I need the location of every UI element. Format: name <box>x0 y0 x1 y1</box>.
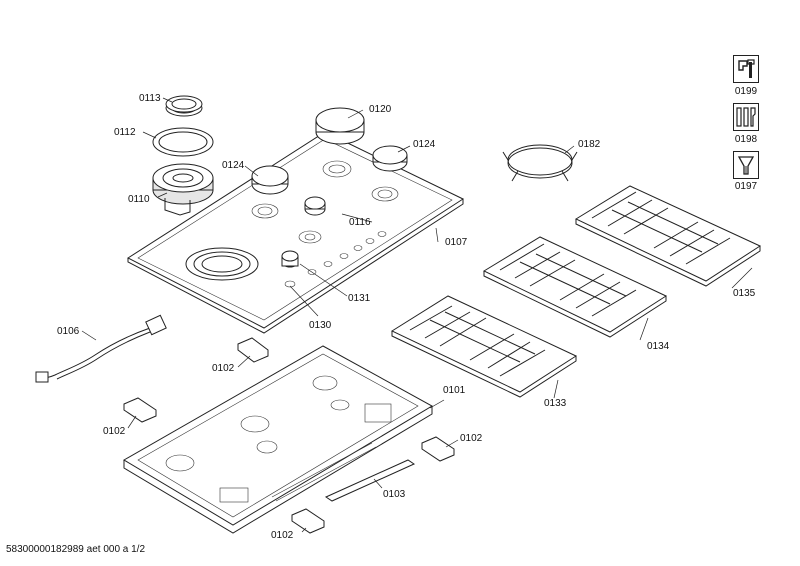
part-label-0106: 0106 <box>57 326 80 337</box>
part-label-0102-left: 0102 <box>103 426 126 437</box>
part-label-0102-bottom: 0102 <box>271 530 294 541</box>
clamps-and-strip <box>123 337 455 534</box>
part-label-0116: 0116 <box>349 217 371 228</box>
grease-tool-icon <box>733 151 759 179</box>
part-label-0110: 0110 <box>128 194 150 205</box>
part-label-0102-top: 0102 <box>212 363 235 374</box>
wrench-tool-icon <box>733 55 759 83</box>
part-label-0135: 0135 <box>733 288 756 299</box>
base-tray <box>123 345 434 534</box>
document-footer-id: 58300000182989 aet 000 a 1/2 <box>6 544 146 555</box>
part-label-0103: 0103 <box>383 489 406 500</box>
tool-label-0199: 0199 <box>734 86 758 97</box>
part-label-0102-right: 0102 <box>460 433 483 444</box>
part-label-0131: 0131 <box>348 293 371 304</box>
pan-support-center <box>482 236 668 338</box>
pan-support-left <box>390 295 578 398</box>
part-label-0101: 0101 <box>443 385 466 396</box>
leader-lines <box>81 97 753 533</box>
part-label-0107: 0107 <box>445 237 468 248</box>
part-label-0113: 0113 <box>139 93 161 104</box>
part-label-0130: 0130 <box>309 320 332 331</box>
wok-ring-trivet <box>502 144 578 182</box>
cooktop-top-plate <box>126 107 465 334</box>
tool-label-0198: 0198 <box>734 134 758 145</box>
part-label-0120: 0120 <box>369 104 392 115</box>
part-label-0124-left: 0124 <box>222 160 245 171</box>
part-label-0112: 0112 <box>114 127 136 138</box>
power-cable <box>35 314 167 383</box>
part-label-0182: 0182 <box>578 139 601 150</box>
part-label-0133: 0133 <box>544 398 567 409</box>
part-label-0124-right: 0124 <box>413 139 436 150</box>
tool-label-0197: 0197 <box>734 181 758 192</box>
pan-support-right <box>574 185 762 287</box>
part-label-0134: 0134 <box>647 341 670 352</box>
wok-burner-parts <box>152 95 214 216</box>
tool-set-icon <box>733 103 759 131</box>
